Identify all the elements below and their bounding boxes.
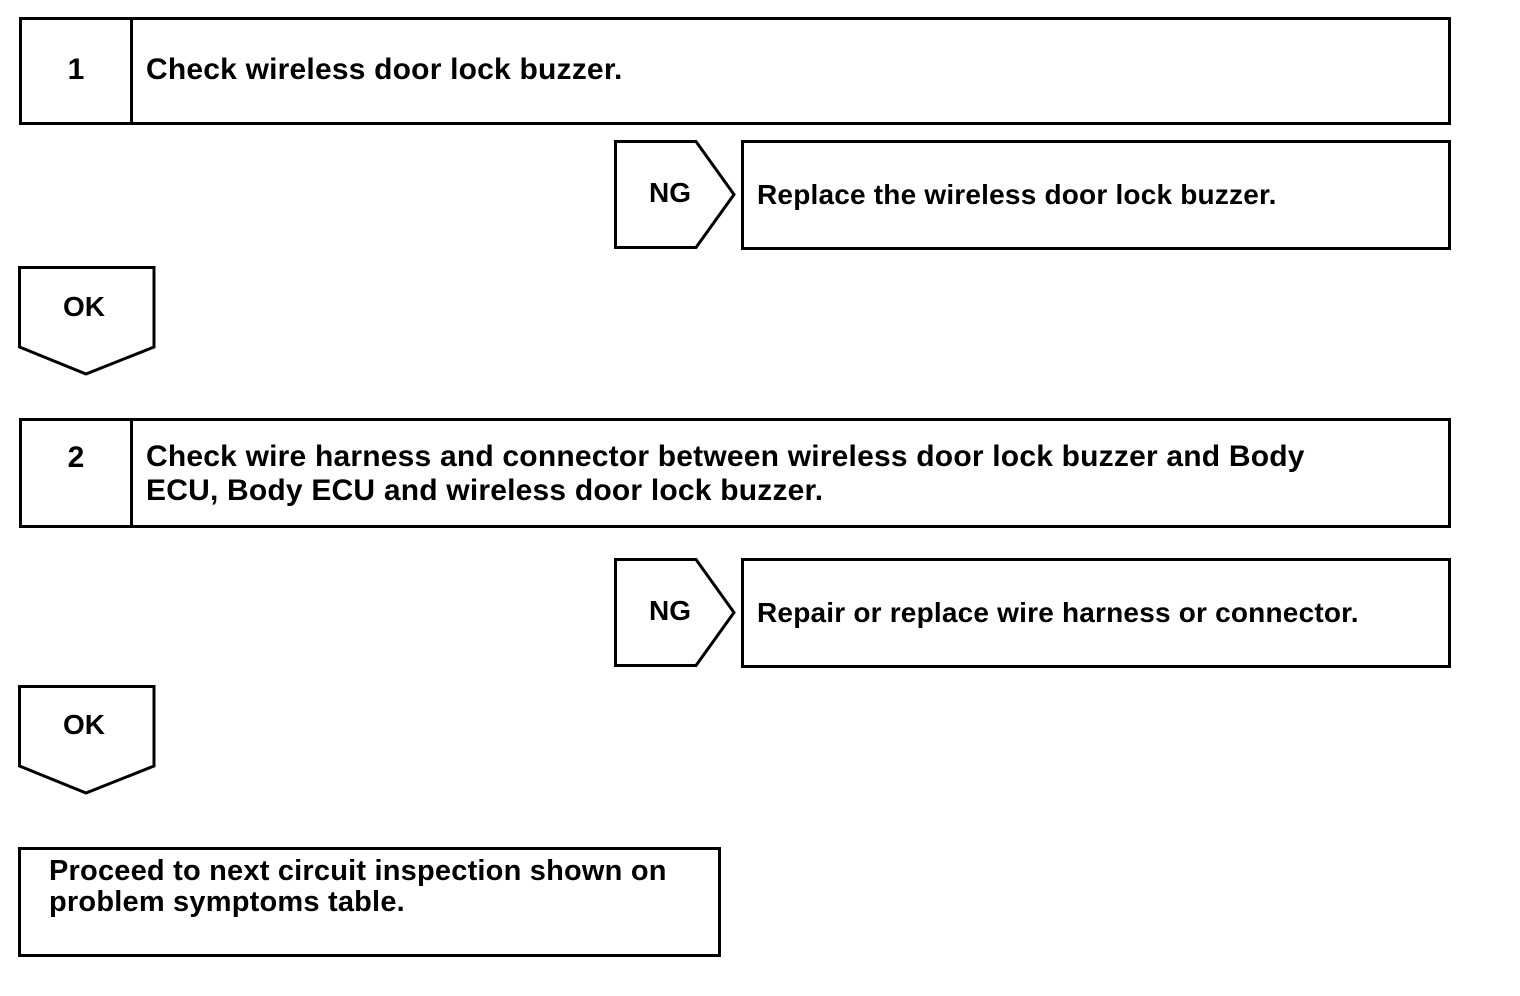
ok-2-label: OK (63, 709, 105, 740)
step-1-number: 1 (22, 20, 133, 122)
step-2-number: 2 (22, 421, 133, 525)
step-2-text: Check wire harness and connector between… (133, 421, 1448, 525)
final-box: Proceed to next circuit inspection shown… (18, 847, 721, 957)
final-text-line-1: Proceed to next circuit inspection shown… (49, 855, 667, 887)
step-2-text-line-2: ECU, Body ECU and wireless door lock buz… (146, 474, 824, 507)
ng-1-arrow (614, 140, 736, 249)
ok-2-arrow (18, 685, 156, 795)
ok-1-label: OK (63, 291, 105, 322)
ng-1-action-box: Replace the wireless door lock buzzer. (741, 140, 1451, 250)
ng-2-action-box: Repair or replace wire harness or connec… (741, 558, 1451, 668)
step-2-text-line-1: Check wire harness and connector between… (146, 440, 1305, 473)
ng-2-arrow (614, 558, 736, 667)
ng-1-label: NG (649, 177, 691, 208)
ng-2-label: NG (649, 595, 691, 626)
final-text-line-2: problem symptoms table. (49, 886, 405, 918)
step-2-box: 2 Check wire harness and connector betwe… (19, 418, 1451, 528)
ok-1-arrow (18, 266, 156, 376)
step-1-box: 1 Check wireless door lock buzzer. (19, 17, 1451, 125)
ng-1-action-text: Replace the wireless door lock buzzer. (757, 179, 1277, 210)
ng-2-action-text: Repair or replace wire harness or connec… (757, 597, 1359, 628)
final-text: Proceed to next circuit inspection shown… (49, 856, 667, 918)
step-1-text: Check wireless door lock buzzer. (146, 53, 623, 86)
